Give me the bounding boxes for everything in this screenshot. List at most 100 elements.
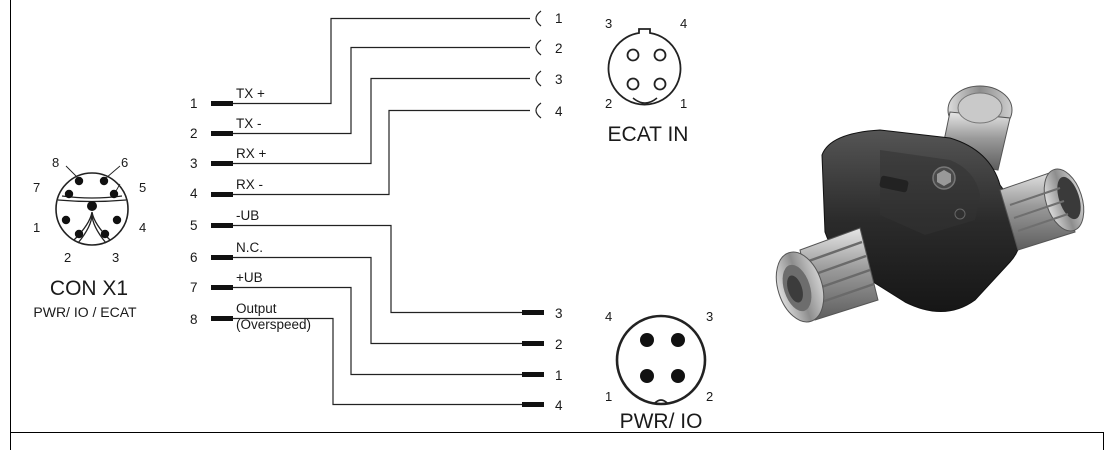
pin-number: 5	[190, 218, 198, 233]
con-x1-connector: 8 6 7 5 1 4 2 3	[33, 155, 146, 265]
pwr-io-number: 1	[605, 389, 612, 404]
ecat-in-connector: 3 4 2 1	[605, 16, 687, 111]
pin-number: 4	[190, 186, 198, 201]
ecat-in-number: 4	[680, 16, 687, 31]
pwr-io-pin	[640, 369, 654, 383]
ecat-in-title: ECAT IN	[608, 123, 689, 146]
con-x1-leader-lines	[65, 165, 121, 192]
pwr-io-title: PWR/ IO	[620, 410, 703, 433]
pin-bar	[211, 192, 233, 197]
pin-rows: 1 2 3 4 5 6 7 8 TX + TX - RX + RX - -UB …	[190, 86, 311, 332]
con-x1-number-3: 3	[112, 250, 119, 265]
con-x1-number-8: 8	[52, 155, 59, 170]
ecat-in-socket	[626, 77, 640, 91]
pin-label: +UB	[236, 270, 263, 285]
ecat-in-key	[632, 97, 658, 104]
ecat-in-number: 2	[605, 96, 612, 111]
wire-plus-ub	[233, 286, 522, 376]
pwr-terminal-bar	[522, 402, 544, 407]
pin-label: RX +	[236, 146, 267, 161]
pwr-terminal-bar	[522, 372, 544, 377]
con-x1-number-6: 6	[121, 155, 128, 170]
ecat-in-socket	[626, 48, 640, 62]
pwr-io-pin	[640, 333, 654, 347]
con-x1-pin-dot	[74, 176, 84, 186]
con-x1-pin-dot	[61, 215, 71, 225]
con-x1-pin-dot	[74, 229, 84, 239]
pin-number: 7	[190, 280, 198, 295]
pin-number: 2	[190, 126, 198, 141]
pin-bar	[211, 101, 233, 106]
pwr-wires: 3 2 1 4	[233, 224, 563, 413]
photo-right-metal-connector	[999, 168, 1085, 251]
pwr-io-connector: 4 3 1 2	[605, 309, 713, 406]
pin-bar	[211, 316, 233, 321]
pin-label: -UB	[236, 208, 259, 223]
pwr-io-number: 4	[605, 309, 612, 324]
con-x1-pin-dot	[99, 176, 109, 186]
socket-bracket	[535, 102, 542, 119]
photo-front-metal-connector	[775, 227, 879, 323]
wire-minus-ub	[233, 224, 522, 314]
socket-bracket	[535, 39, 542, 56]
con-x1-number-2: 2	[64, 250, 71, 265]
ecat-socket-number: 1	[555, 11, 563, 26]
con-x1-number-1: 1	[33, 220, 40, 235]
pin-bar	[211, 131, 233, 136]
pin-bar	[211, 161, 233, 166]
pin-bar	[211, 223, 233, 228]
pwr-terminal-bar	[522, 341, 544, 346]
pin-bar	[211, 255, 233, 260]
wire-tx-minus	[233, 46, 530, 135]
pwr-io-key	[653, 399, 669, 405]
ecat-in-number: 3	[605, 16, 612, 31]
con-x1-subtitle: PWR/ IO / ECAT	[33, 304, 137, 320]
pin-bar	[211, 285, 233, 290]
pwr-io-pin	[671, 333, 685, 347]
pwr-terminal-bar	[522, 310, 544, 315]
wire-output	[233, 317, 522, 406]
ecat-in-face	[607, 28, 682, 106]
con-x1-number-7: 7	[33, 180, 40, 195]
pwr-io-number: 3	[706, 309, 713, 324]
wire-rx-minus	[233, 109, 530, 196]
ecat-wires: 1 2 3 4	[233, 10, 563, 196]
pwr-terminal-number: 2	[555, 337, 563, 352]
wire-rx-plus	[233, 77, 530, 165]
con-x1-number-5: 5	[139, 180, 146, 195]
pin-number: 1	[190, 96, 198, 111]
con-x1-pin-dot	[64, 189, 74, 199]
con-x1-title: CON X1	[50, 277, 128, 300]
con-x1-pin-dot	[100, 229, 110, 239]
ecat-socket-number: 2	[555, 41, 563, 56]
pwr-io-face	[615, 314, 707, 406]
con-x1-pin-dot	[87, 201, 97, 211]
wire-nc	[233, 256, 522, 345]
pin-label: RX -	[236, 177, 263, 192]
pwr-terminal-number: 4	[555, 398, 563, 413]
con-x1-number-4: 4	[139, 220, 146, 235]
pwr-io-pin	[671, 369, 685, 383]
pin-number: 6	[190, 250, 198, 265]
ecat-in-number: 1	[680, 96, 687, 111]
pin-number: 8	[190, 312, 198, 327]
pwr-terminal-number: 1	[555, 368, 563, 383]
pin-label-secondary: (Overspeed)	[236, 317, 311, 332]
pin-label: TX -	[236, 116, 262, 131]
con-x1-pin-dot	[109, 189, 119, 199]
pin-label: N.C.	[236, 240, 263, 255]
pwr-io-number: 2	[706, 389, 713, 404]
pin-number: 3	[190, 156, 198, 171]
pwr-terminal-number: 3	[555, 306, 563, 321]
pin-label: TX +	[236, 86, 265, 101]
ecat-in-socket	[653, 48, 667, 62]
pin-label: Output	[236, 301, 277, 316]
ecat-socket-number: 4	[555, 104, 563, 119]
socket-bracket	[535, 70, 542, 87]
con-x1-pin-dot	[112, 215, 122, 225]
ecat-socket-number: 3	[555, 72, 563, 87]
wire-tx-plus	[233, 17, 530, 105]
ecat-in-socket	[653, 77, 667, 91]
y-connector-photo	[775, 85, 1085, 323]
socket-bracket	[535, 10, 542, 27]
